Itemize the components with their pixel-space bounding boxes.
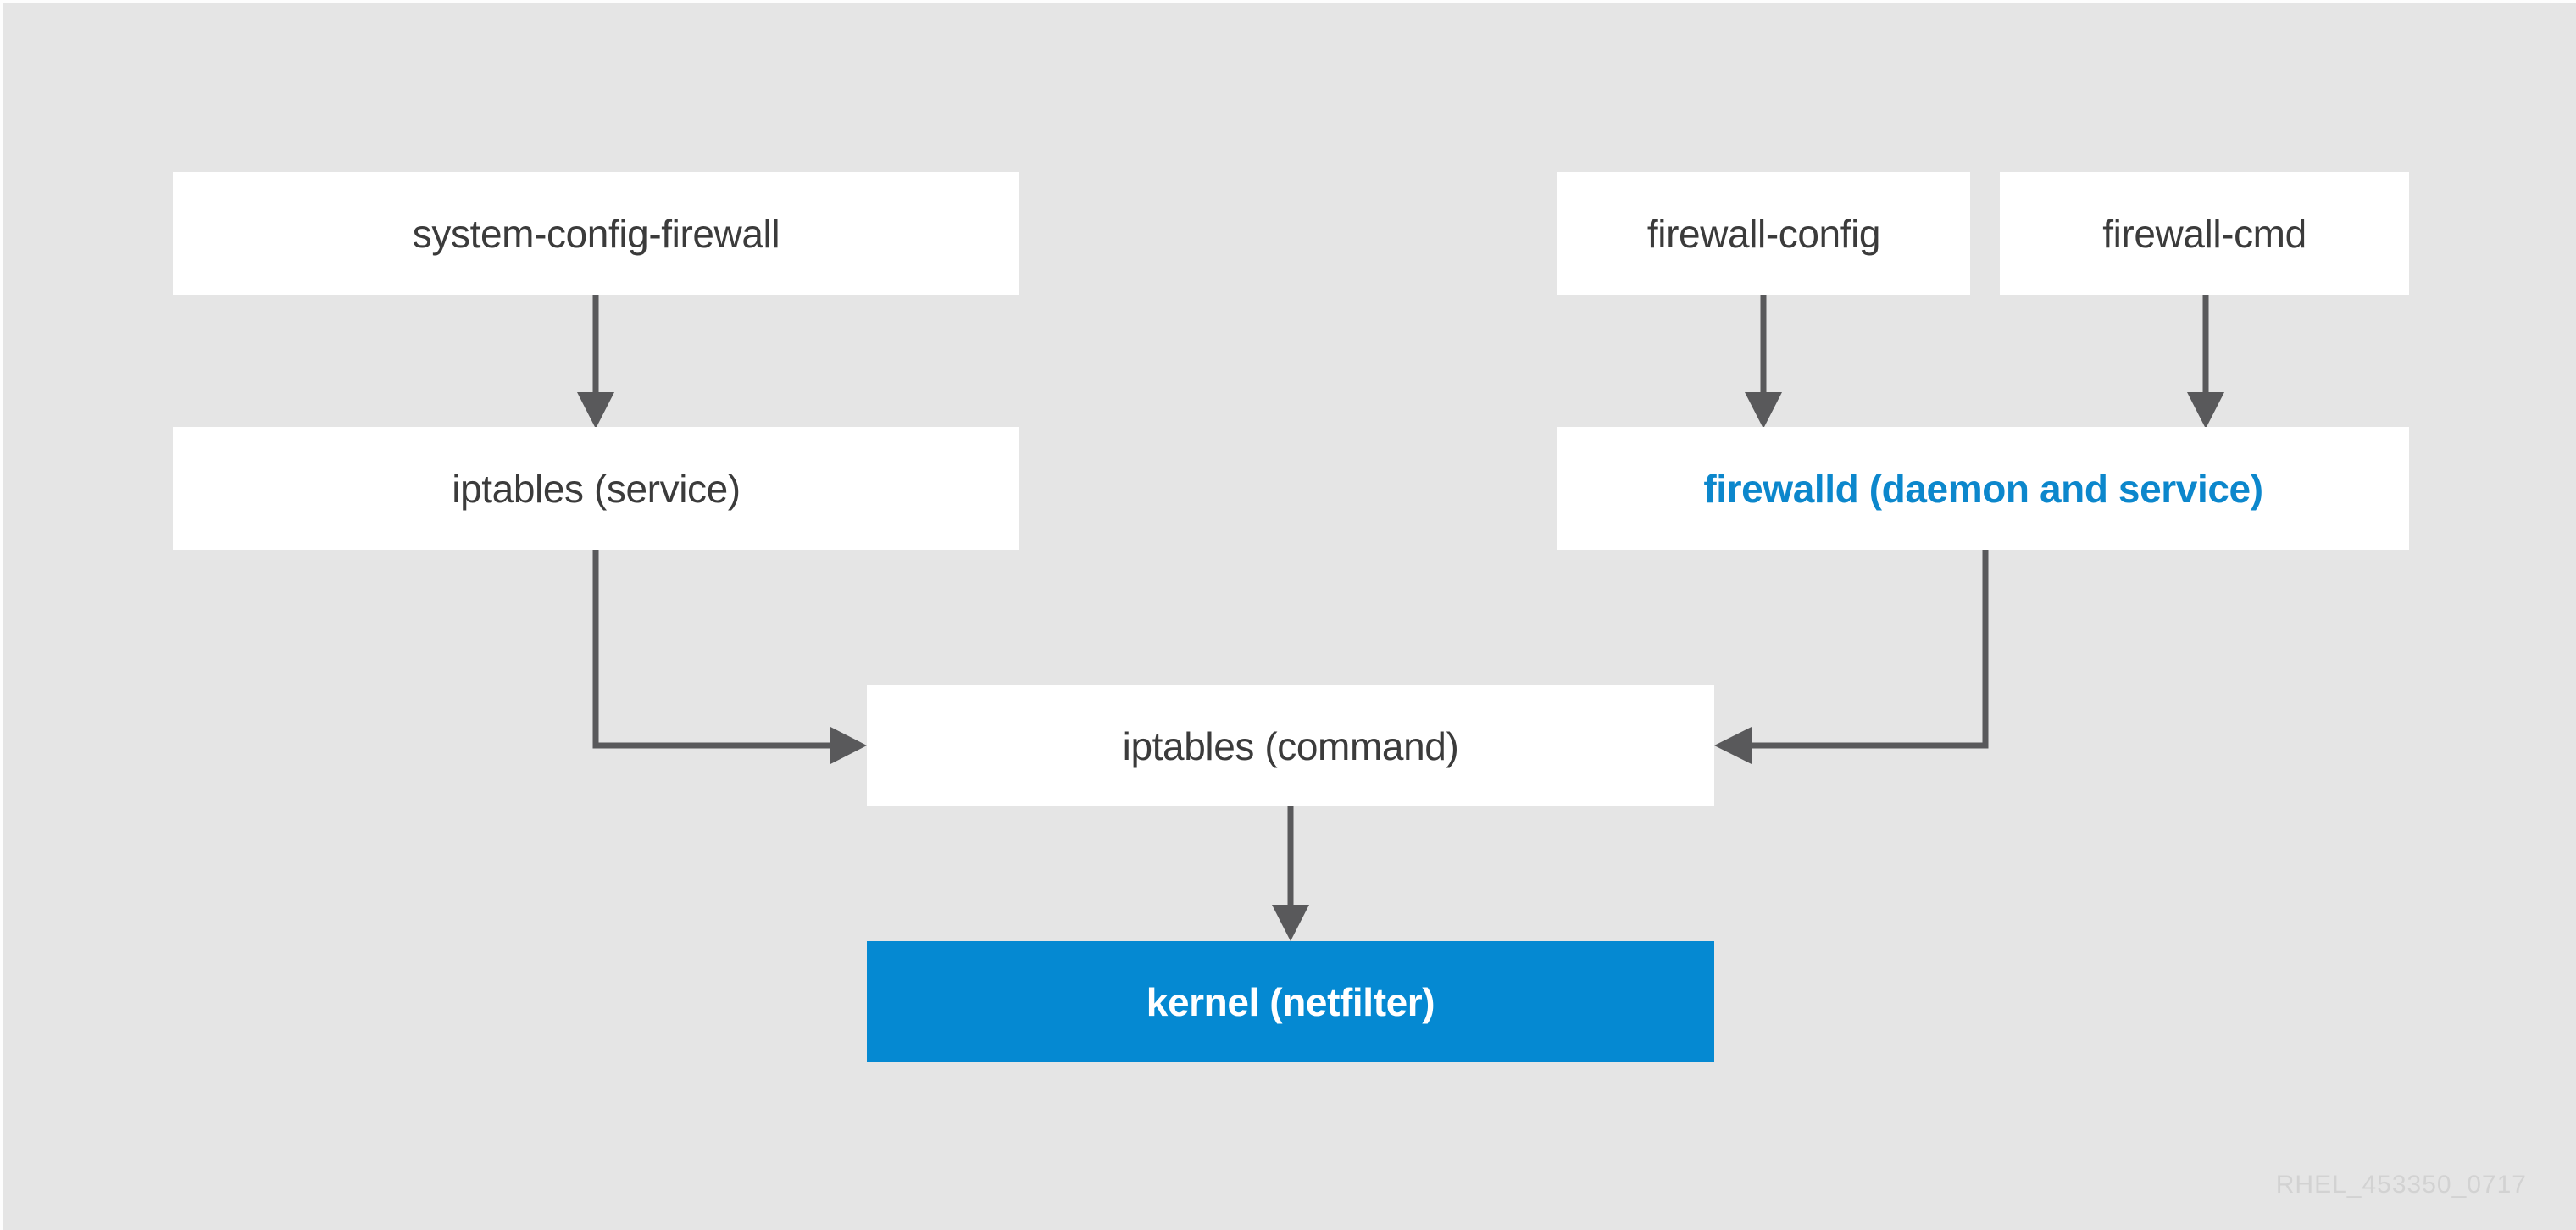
- node-label-iptables-command: iptables (command): [1122, 723, 1459, 768]
- node-label-system-config-firewall: system-config-firewall: [412, 211, 780, 256]
- node-label-firewall-cmd: firewall-cmd: [2102, 211, 2307, 256]
- document-id-footer: RHEL_453350_0717: [2275, 1171, 2527, 1199]
- connector-firewall-config-to-firewalld: [1745, 295, 1782, 429]
- node-label-firewall-config: firewall-config: [1646, 211, 1881, 256]
- connector-scf-to-iptables-service: [577, 295, 614, 429]
- connector-iptables-service-to-iptables-command: [592, 550, 867, 764]
- node-iptables-service[interactable]: iptables (service): [173, 427, 1019, 550]
- node-iptables-command[interactable]: iptables (command): [867, 685, 1714, 806]
- node-kernel-netfilter[interactable]: kernel (netfilter): [867, 941, 1714, 1062]
- node-firewall-config[interactable]: firewall-config: [1557, 172, 1970, 295]
- connector-iptables-command-to-kernel: [1272, 806, 1309, 941]
- node-system-config-firewall[interactable]: system-config-firewall: [173, 172, 1019, 295]
- connector-firewall-cmd-to-firewalld: [2187, 295, 2224, 429]
- node-label-firewalld: firewalld (daemon and service): [1703, 466, 2263, 511]
- node-firewalld[interactable]: firewalld (daemon and service): [1557, 427, 2409, 550]
- connector-firewalld-to-iptables-command: [1714, 550, 1989, 764]
- node-firewall-cmd[interactable]: firewall-cmd: [2000, 172, 2409, 295]
- diagram-connectors: [577, 295, 2224, 941]
- node-label-iptables-service: iptables (service): [452, 466, 741, 511]
- node-label-kernel-netfilter: kernel (netfilter): [1146, 979, 1435, 1024]
